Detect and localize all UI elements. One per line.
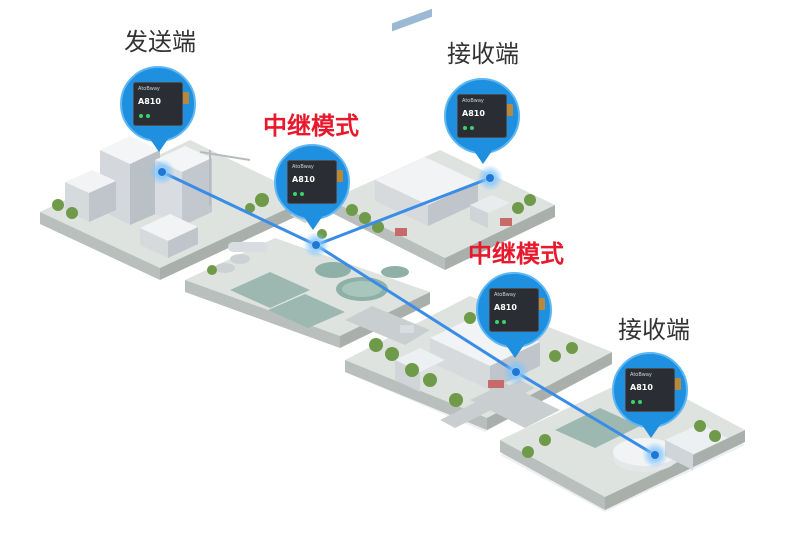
antenna-connector-icon (507, 104, 513, 116)
relay-1-label: 中继模式 (263, 112, 359, 140)
device-model: A810 (494, 303, 517, 312)
receiver-1-device-pin: AtoBway A810 (444, 78, 520, 164)
radio-device: AtoBway A810 (133, 82, 189, 126)
led-icon (463, 126, 467, 130)
sender-device-pin: AtoBway A810 (120, 66, 196, 152)
device-model: A810 (292, 175, 315, 184)
relay-1-device-pin: AtoBway A810 (274, 144, 350, 230)
device-model: A810 (138, 97, 161, 106)
led-icon (146, 114, 150, 118)
relay-2-device-pin: AtoBway A810 (476, 272, 552, 358)
device-brand: AtoBway (138, 86, 160, 92)
device-model: A810 (630, 383, 653, 392)
node-dots (158, 168, 659, 459)
radio-device: AtoBway A810 (457, 94, 513, 138)
relay-2-label: 中继模式 (468, 240, 564, 268)
antenna-connector-icon (183, 92, 189, 104)
antenna-connector-icon (675, 378, 681, 390)
receiver-2-device-pin: AtoBway A810 (612, 352, 688, 438)
wireless-links (160, 170, 657, 457)
trees (52, 193, 721, 458)
led-icon (300, 192, 304, 196)
device-model: A810 (462, 109, 485, 118)
led-icon (139, 114, 143, 118)
device-brand: AtoBway (292, 164, 314, 170)
device-brand: AtoBway (462, 98, 484, 104)
radio-device: AtoBway A810 (625, 368, 681, 412)
water-plant (215, 242, 409, 328)
antenna-connector-icon (337, 170, 343, 182)
led-icon (470, 126, 474, 130)
receiver-2-label: 接收端 (618, 316, 690, 344)
device-brand: AtoBway (630, 372, 652, 378)
receiver-1-label: 接收端 (447, 40, 519, 68)
antenna-connector-icon (539, 298, 545, 310)
led-icon (631, 400, 635, 404)
led-icon (502, 320, 506, 324)
radio-device: AtoBway A810 (287, 160, 343, 204)
radio-device: AtoBway A810 (489, 288, 545, 332)
device-brand: AtoBway (494, 292, 516, 298)
led-icon (495, 320, 499, 324)
led-icon (293, 192, 297, 196)
led-icon (638, 400, 642, 404)
sender-label: 发送端 (124, 28, 196, 56)
